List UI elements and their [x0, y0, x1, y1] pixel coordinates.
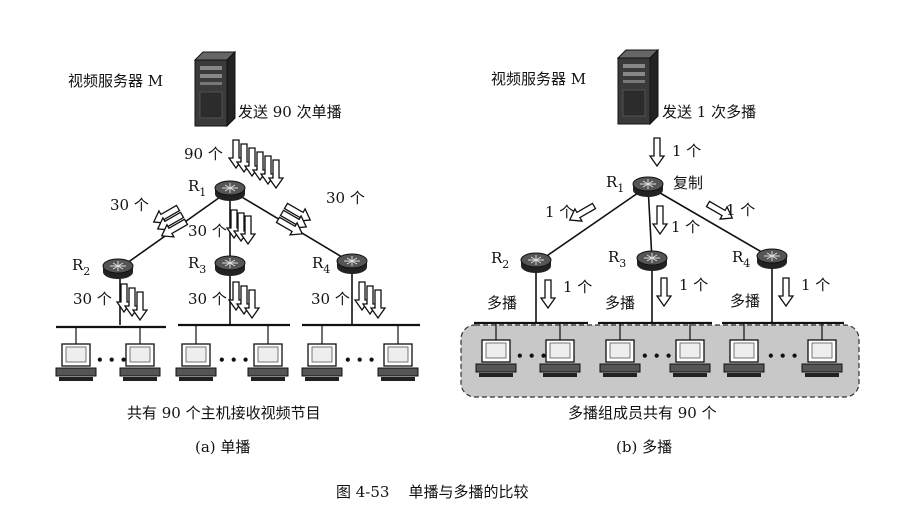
count-label-1-b: 1 个	[671, 218, 700, 236]
count-label-90: 90 个	[184, 145, 223, 163]
router-icon-r3	[214, 255, 246, 277]
count-label-30-c: 30 个	[326, 189, 365, 207]
count-label-1-c: 1 个	[726, 201, 755, 219]
figure-caption: 图 4-53 单播与多播的比较	[336, 483, 529, 501]
router-icon-r4	[756, 248, 788, 270]
host-ellipsis: • • •	[96, 353, 127, 367]
subfigure-caption-b: (b) 多播	[616, 438, 672, 456]
server-icon	[617, 49, 659, 125]
subfigure-caption-a: (a) 单播	[195, 438, 250, 456]
multicast-label-c: 多播	[730, 292, 760, 310]
link-r1-r3	[647, 185, 653, 261]
router-icon-r2	[102, 258, 134, 280]
hosts-caption: 共有 90 个主机接收视频节目	[127, 404, 321, 422]
multicast-label-b: 多播	[605, 294, 635, 312]
multicast-label-a: 多播	[487, 294, 517, 312]
multicast-arrow-r4-down	[778, 277, 794, 307]
router-icon-r1	[632, 176, 664, 198]
lan-right-1: • • •	[474, 321, 588, 378]
multicast-arrow-top	[649, 137, 665, 167]
router-label-r4: R4	[312, 254, 330, 276]
host-icon	[801, 339, 843, 378]
count-label-1-a: 1 个	[545, 203, 574, 221]
router-icon-r4	[336, 253, 368, 275]
count-label-1-f: 1 个	[801, 276, 830, 294]
copy-label: 复制	[673, 174, 703, 192]
count-label-30-e: 30 个	[188, 290, 227, 308]
count-label-1-top: 1 个	[672, 142, 701, 160]
host-icon	[723, 339, 765, 378]
unicast-panel: 视频服务器 M 发送 90 次单播 R1 R2 R3 R4 90 个 30 个	[55, 51, 420, 456]
host-ellipsis: • • •	[767, 349, 798, 363]
multicast-arrow-r3	[652, 205, 668, 235]
router-label-r2: R2	[491, 249, 509, 271]
count-label-30-d: 30 个	[73, 290, 112, 308]
router-label-r2: R2	[72, 256, 90, 278]
multicast-arrow-r2-down	[540, 279, 556, 309]
unicast-arrows-top	[228, 139, 284, 189]
server-label: 视频服务器 M	[491, 70, 586, 88]
multicast-panel: 视频服务器 M 发送 1 次多播 R1 R2 R3 R4 复制 1 个 1 个 …	[460, 49, 860, 456]
count-label-1-d: 1 个	[563, 278, 592, 296]
server-label: 视频服务器 M	[68, 72, 163, 90]
send-label: 发送 90 次单播	[238, 103, 342, 121]
router-label-r1: R1	[606, 173, 624, 195]
host-ellipsis: • • •	[516, 349, 547, 363]
host-ellipsis: • • •	[344, 353, 375, 367]
multicast-arrow-r3-down	[656, 277, 672, 307]
members-caption: 多播组成员共有 90 个	[568, 404, 717, 422]
host-ellipsis: • • •	[218, 353, 249, 367]
link-r1-r2	[537, 185, 649, 263]
unicast-arrows-r4-down	[354, 281, 386, 319]
count-label-30-f: 30 个	[311, 290, 350, 308]
host-icon	[599, 339, 641, 378]
host-icon	[175, 343, 217, 382]
lan-right-2: • • •	[598, 321, 712, 378]
unicast-arrows-r4	[273, 199, 315, 241]
lan-left-1: • • •	[55, 325, 166, 382]
router-icon-r1	[214, 180, 246, 202]
send-label: 发送 1 次多播	[662, 103, 756, 121]
router-label-r3: R3	[608, 248, 626, 270]
router-label-r3: R3	[188, 254, 206, 276]
lan-left-3: • • •	[301, 323, 420, 382]
link-r1-r4	[647, 185, 773, 259]
host-icon	[377, 343, 419, 382]
router-label-r4: R4	[732, 248, 750, 270]
router-label-r1: R1	[188, 177, 206, 199]
host-icon	[669, 339, 711, 378]
count-label-1-e: 1 个	[679, 276, 708, 294]
unicast-arrows-r3	[226, 209, 256, 245]
lan-right-3: • • •	[722, 321, 844, 378]
count-label-30-a: 30 个	[110, 196, 149, 214]
unicast-arrows-r2	[149, 201, 191, 243]
host-ellipsis: • • •	[641, 349, 672, 363]
server-icon	[194, 51, 236, 127]
router-icon-r3	[636, 250, 668, 272]
unicast-arrows-r3-down	[228, 281, 260, 319]
unicast-arrows-r2-down	[116, 283, 148, 321]
lan-left-2: • • •	[175, 323, 290, 382]
host-icon	[301, 343, 343, 382]
host-icon	[475, 339, 517, 378]
host-icon	[55, 343, 97, 382]
router-icon-r2	[520, 252, 552, 274]
count-label-30-b: 30 个	[188, 222, 227, 240]
host-icon	[247, 343, 289, 382]
